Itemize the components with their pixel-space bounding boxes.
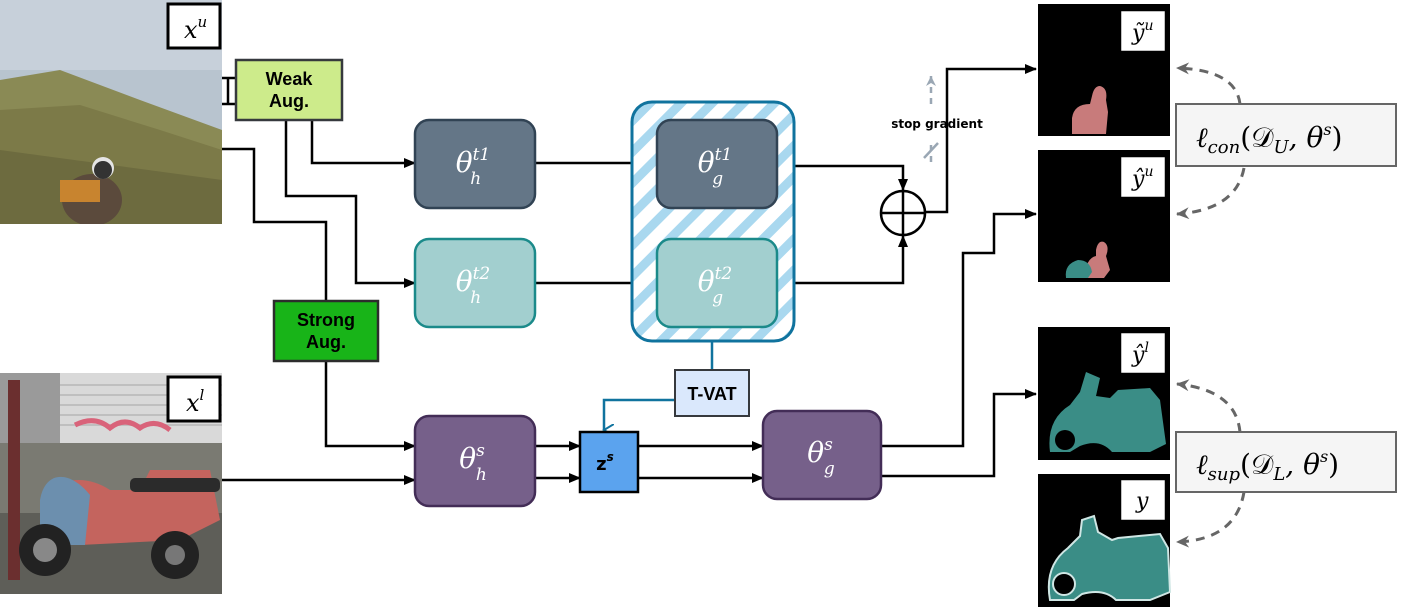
teacher2-decoder-block [655, 237, 779, 329]
output-y-tag: y [1135, 489, 1149, 514]
weak-aug-box [234, 58, 344, 122]
teacher1-decoder-block [655, 118, 779, 210]
weak-aug-label-2: Aug. [269, 91, 309, 111]
loss-supervised-box [1175, 431, 1397, 493]
labeled-input-tag-box [166, 375, 222, 423]
stop-gradient-label: stop gradient [891, 117, 983, 131]
sum-node [879, 189, 927, 237]
tvat-label: T-VAT [687, 384, 736, 404]
strong-aug-label-1: Strong [297, 310, 355, 330]
stop-gradient-arrow [923, 76, 939, 162]
student-feature-z-label: zs [596, 450, 614, 475]
output-yhat-u-tag: ŷu [1131, 164, 1153, 192]
connector-lines [222, 64, 1037, 485]
student-feature-z-box [578, 430, 640, 494]
loss-consistency-label: ℓcon(𝒟U, θs) [1196, 120, 1342, 158]
output-ytilde-u-tag: ỹu [1131, 18, 1153, 46]
loss-arrows [1176, 62, 1246, 548]
output-yhat-l-tag: ŷl [1131, 340, 1149, 368]
loss-consistency-box [1175, 103, 1397, 167]
weak-aug-label-1: Weak [266, 69, 314, 89]
unlabeled-input-tag-box [166, 2, 222, 50]
labeled-input-tag: xl [186, 386, 205, 417]
loss-supervised-label: ℓsup(𝒟L, θs) [1196, 447, 1339, 485]
teacher1-head-block [413, 118, 537, 210]
tvat-box [674, 369, 750, 417]
teacher2-head-block [413, 237, 537, 329]
student-decoder-block [761, 409, 883, 501]
strong-aug-box [272, 299, 380, 363]
strong-aug-label-2: Aug. [306, 332, 346, 352]
unlabeled-input-tag: xu [184, 13, 207, 44]
student-head-block [413, 414, 537, 508]
